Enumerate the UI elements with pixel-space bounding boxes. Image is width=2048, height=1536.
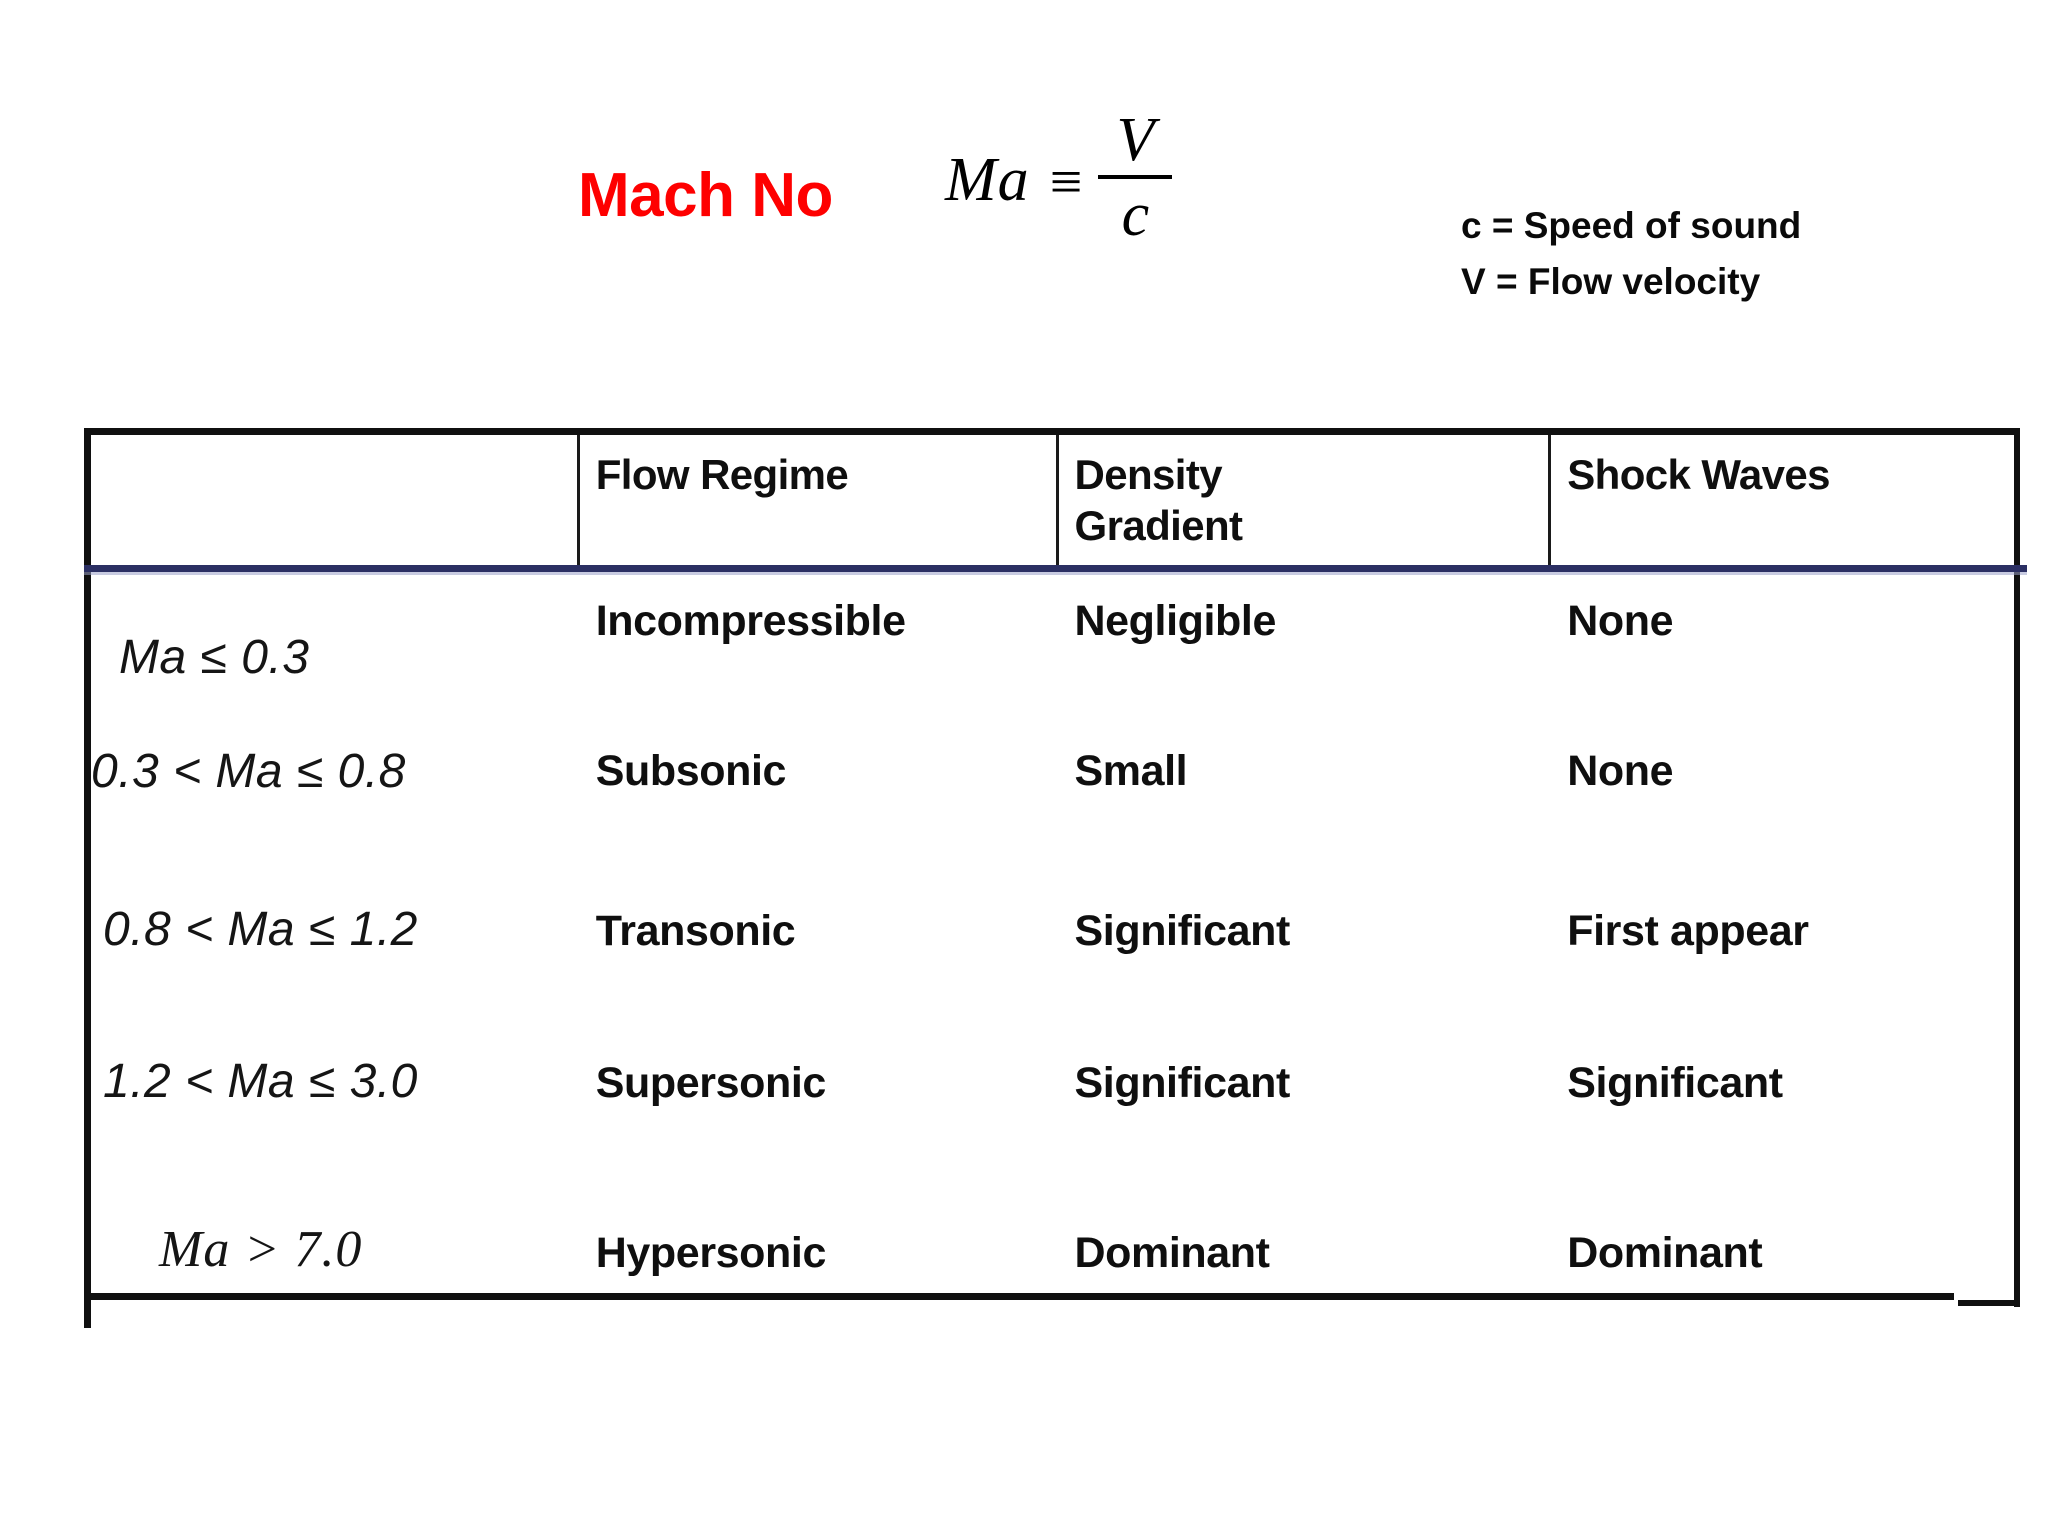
table-row: Ma > 7.0 Hypersonic Dominant Dominant — [91, 1180, 2020, 1330]
table-body: Ma ≤ 0.3 Incompressible Negligible None … — [91, 574, 2020, 1330]
cell-flow-regime: Incompressible — [595, 597, 906, 645]
fraction-bar — [1098, 175, 1173, 180]
cell-mach-range: 0.8 < Ma ≤ 1.2 — [103, 903, 418, 956]
table-header-row: Flow Regime Density Gradient Shock Waves — [91, 435, 2020, 565]
symbol-legend: c = Speed of sound V = Flow velocity — [1461, 198, 1801, 309]
table-row: Ma ≤ 0.3 Incompressible Negligible None — [91, 574, 2020, 726]
cell-mach-range: 0.3 < Ma ≤ 0.8 — [91, 745, 406, 798]
cell-flow-regime: Supersonic — [595, 1059, 827, 1107]
table-bottom-border — [84, 1293, 1954, 1300]
cell-density-gradient: Small — [1074, 747, 1188, 795]
formula-numerator-v: V — [1116, 106, 1155, 174]
column-header-density-gradient-line1: Density — [1074, 451, 1223, 498]
table-right-border — [2014, 435, 2020, 1307]
legend-line-speed-of-sound: c = Speed of sound — [1461, 205, 1802, 246]
mach-regime-table: Flow Regime Density Gradient Shock Waves… — [84, 428, 2027, 1330]
mach-number-formula: Ma ≡ V c — [945, 106, 1173, 250]
cell-density-gradient: Significant — [1074, 907, 1291, 955]
column-header-flow-regime: Flow Regime — [580, 435, 1059, 565]
cell-shock-waves: None — [1567, 747, 1674, 795]
cell-density-gradient: Dominant — [1074, 1229, 1270, 1277]
cell-shock-waves: First appear — [1567, 907, 1809, 955]
formula-symbol-ma: Ma — [945, 146, 1030, 215]
cell-flow-regime: Hypersonic — [595, 1229, 827, 1277]
cell-density-gradient: Negligible — [1074, 597, 1277, 645]
cell-density-gradient: Significant — [1074, 1059, 1291, 1107]
cell-mach-range: 1.2 < Ma ≤ 3.0 — [103, 1055, 418, 1108]
table-bottom-border-segment — [1958, 1300, 2020, 1306]
formula-fraction: V c — [1098, 106, 1173, 250]
table-row: 0.8 < Ma ≤ 1.2 Transonic Significant Fir… — [91, 872, 2020, 1032]
title-formula-band: Mach No Ma ≡ V c c = Speed of sound V = … — [0, 0, 2048, 380]
page-title: Mach No — [578, 161, 833, 230]
formula-denominator-c: c — [1121, 181, 1150, 250]
table-row: 1.2 < Ma ≤ 3.0 Supersonic Significant Si… — [91, 1032, 2020, 1180]
column-header-mach-range — [91, 435, 580, 565]
cell-flow-regime: Transonic — [595, 907, 796, 955]
legend-line-flow-velocity: V = Flow velocity — [1461, 260, 1761, 302]
cell-mach-range: Ma ≤ 0.3 — [119, 631, 310, 684]
column-header-density-gradient-line2: Gradient — [1074, 502, 1244, 550]
formula-identity-sign: ≡ — [1049, 149, 1083, 215]
cell-shock-waves: Dominant — [1567, 1229, 1763, 1277]
table-row: 0.3 < Ma ≤ 0.8 Subsonic Small None — [91, 726, 2020, 872]
column-header-shock-waves: Shock Waves — [1567, 451, 1830, 498]
cell-shock-waves: Significant — [1567, 1059, 1783, 1107]
header-separator-rule — [84, 565, 2027, 575]
cell-flow-regime: Subsonic — [595, 747, 787, 795]
cell-shock-waves: None — [1567, 597, 1674, 645]
column-header-density-gradient: Density Gradient — [1059, 435, 1552, 565]
cell-mach-range: Ma > 7.0 — [159, 1221, 363, 1278]
